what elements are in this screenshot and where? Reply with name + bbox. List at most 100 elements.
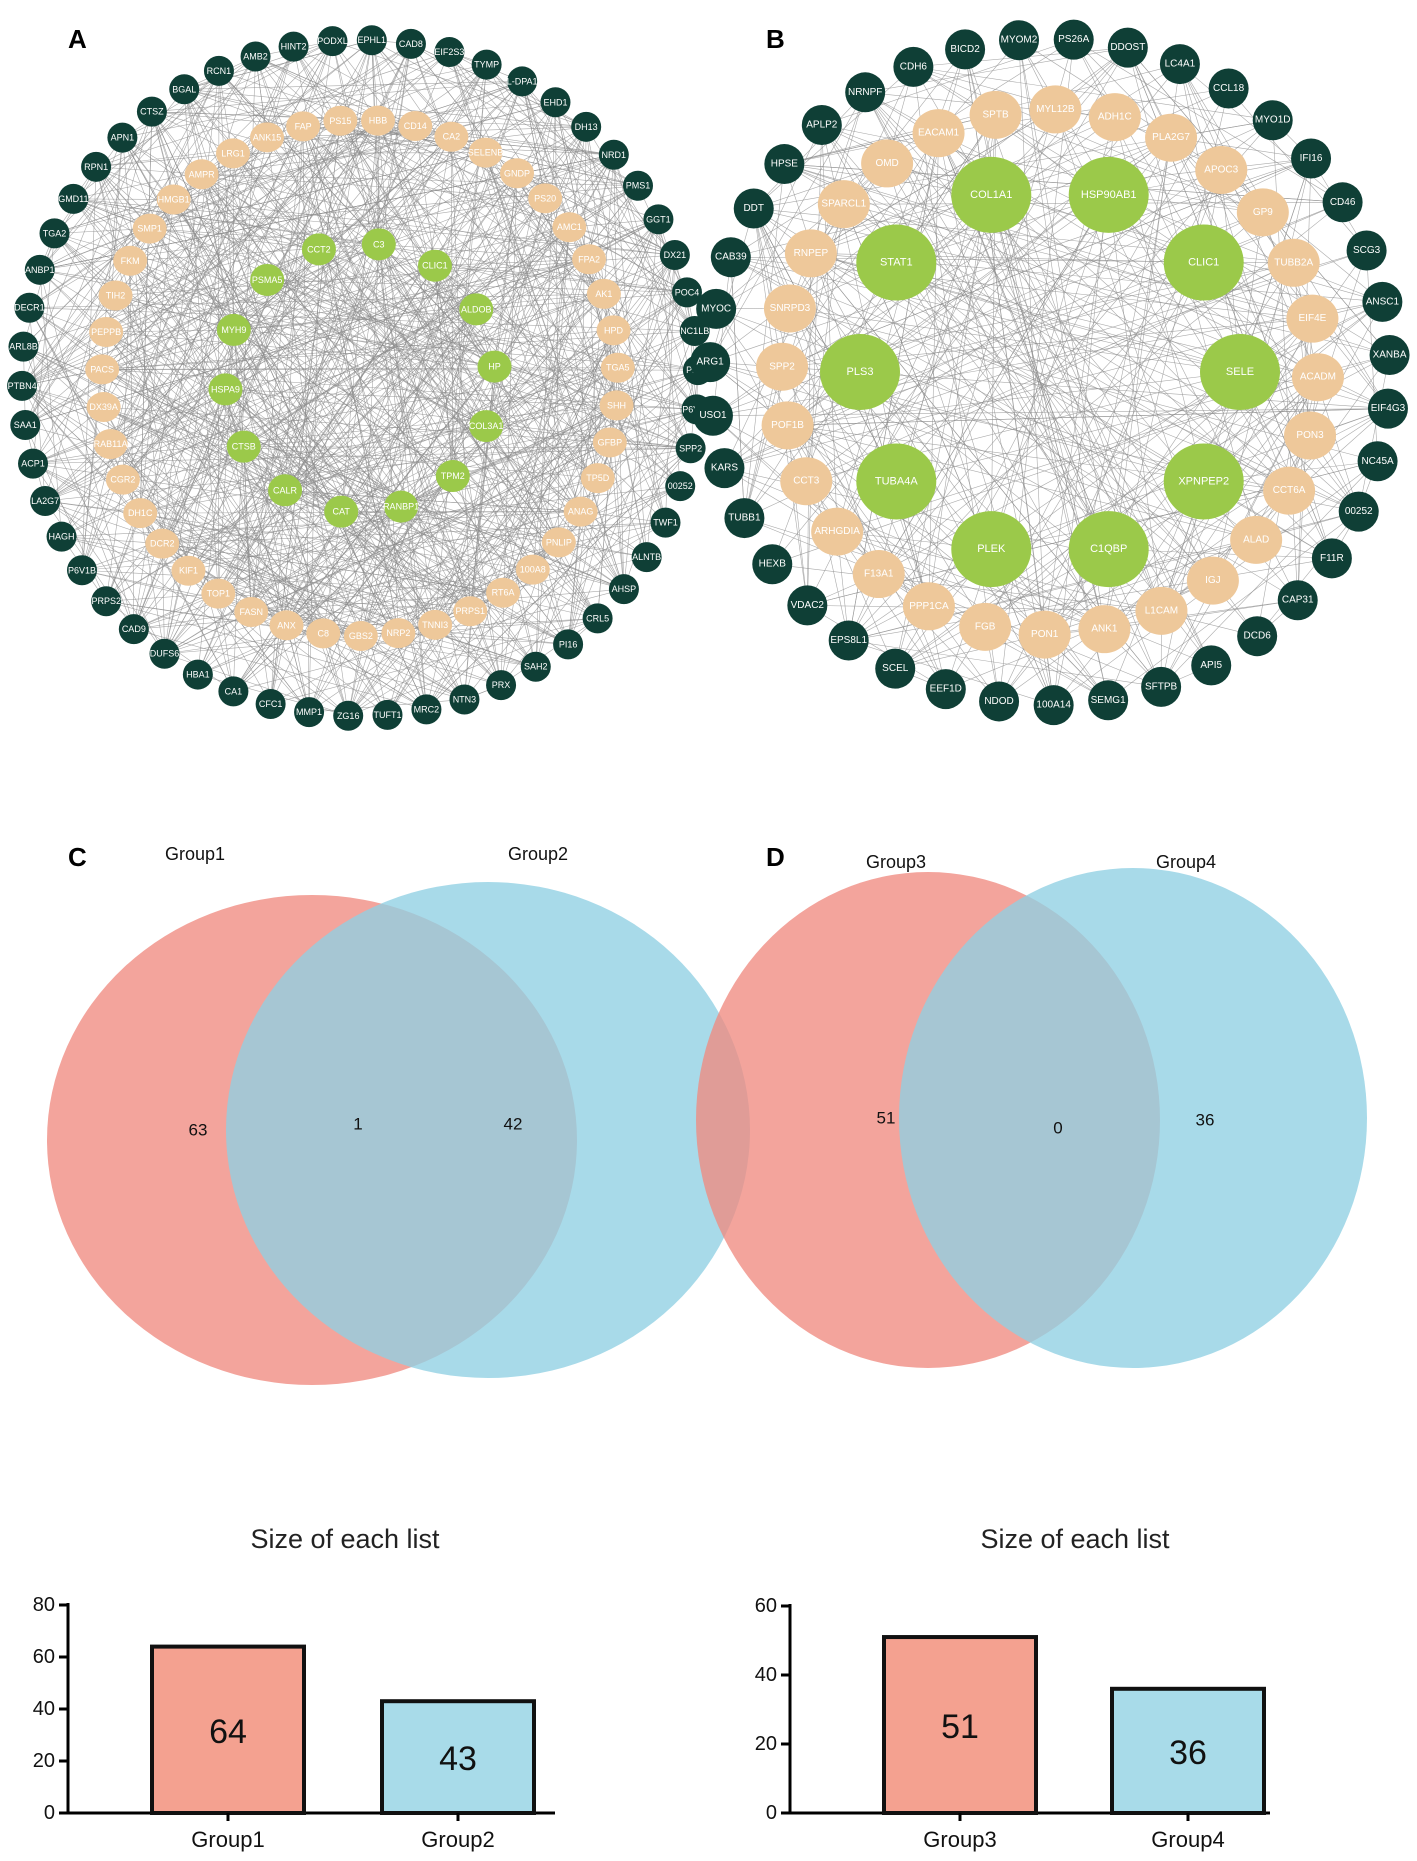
network-edge	[1108, 194, 1162, 611]
network-node-label: HEXB	[759, 559, 787, 570]
network-edge	[115, 120, 379, 296]
network-edge	[284, 490, 465, 700]
network-edge	[730, 194, 992, 258]
network-node-shape	[979, 681, 1020, 722]
network-node-outer: PS26A	[1053, 19, 1094, 60]
network-node-inner: C1QBP	[1068, 511, 1149, 588]
network-node-label: GMD11	[58, 194, 88, 204]
network-edge	[267, 279, 581, 512]
network-node-outer: RPN1	[81, 151, 112, 182]
network-node-label: F13A1	[864, 569, 894, 580]
network-node-label: C1QBP	[1090, 543, 1127, 555]
network-node-label: ANSC1	[1366, 296, 1400, 307]
network-edge	[102, 330, 614, 370]
network-edge	[23, 346, 625, 590]
network-edge	[255, 56, 688, 293]
network-node-shape	[434, 37, 465, 68]
network-edge	[102, 258, 590, 370]
network-node-label: EIF4E	[1299, 313, 1327, 324]
network-edge	[894, 88, 1229, 669]
network-node-label: NDOD	[984, 696, 1013, 707]
network-node-label: ADH1C	[1098, 112, 1132, 123]
network-edge	[991, 158, 1312, 196]
network-node-shape	[1107, 27, 1148, 68]
network-node-label: CAD8	[399, 39, 423, 49]
network-node-label: RCN1	[207, 66, 232, 76]
network-node-shape	[1029, 85, 1082, 134]
network-node-label: CCL18	[1213, 83, 1245, 94]
network-node-label: TGA5	[606, 363, 630, 373]
network-node-shape	[1159, 44, 1200, 85]
network-edge	[218, 593, 471, 612]
network-node-middle: FASN	[234, 596, 269, 627]
network-edge	[267, 198, 546, 281]
network-node-inner: SELE	[1200, 334, 1280, 410]
network-node-middle: TGA5	[600, 352, 635, 383]
network-node-shape	[552, 212, 587, 243]
network-edge	[730, 256, 1298, 601]
network-edge	[284, 40, 373, 491]
network-edge	[991, 88, 1229, 196]
network-node-shape	[580, 463, 615, 494]
network-node-label: CA1	[225, 686, 243, 696]
network-edge	[188, 570, 502, 686]
network-node-label: CCT2	[307, 244, 331, 254]
network-edge	[45, 185, 639, 502]
network-node-shape	[1033, 685, 1074, 726]
network-node-label: ARHGDIA	[814, 526, 860, 537]
network-node-shape	[10, 410, 41, 441]
network-node-outer: KARS	[704, 448, 745, 489]
network-node-shape	[828, 620, 869, 661]
network-edge	[486, 425, 691, 449]
network-edge	[45, 500, 427, 710]
network-node-label: SNRPD3	[770, 303, 811, 314]
network-node-shape	[696, 288, 737, 329]
network-node-outer: CRL5	[582, 603, 613, 634]
network-node-shape	[596, 315, 631, 346]
network-edge	[73, 198, 697, 410]
network-edge	[103, 406, 471, 612]
network-node-label: FPA2	[578, 254, 600, 264]
network-edge	[724, 467, 1109, 701]
network-node-label: LRG1	[221, 148, 245, 158]
network-edge	[122, 136, 452, 480]
network-edge	[414, 125, 436, 266]
network-node-shape	[1195, 145, 1248, 194]
network-node-label: TUFT1	[373, 710, 401, 720]
network-edge	[658, 219, 695, 332]
network-edge	[486, 64, 676, 256]
network-edge	[110, 443, 324, 634]
network-node-outer: AMB2	[240, 41, 271, 72]
network-edge	[122, 126, 304, 480]
network-node-shape	[86, 392, 121, 423]
network-edge	[29, 307, 234, 692]
network-node-middle: SPARCL1	[817, 180, 870, 229]
network-node-outer: TYMP	[471, 49, 502, 80]
network-node-middle: FPA2	[572, 244, 607, 275]
network-node-middle: RT6A	[486, 577, 521, 608]
network-edge	[716, 308, 1204, 482]
network-edge	[151, 111, 675, 256]
network-edge	[787, 425, 880, 575]
network-node-inner: XPNPEP2	[1163, 443, 1244, 520]
network-node-label: GFBP	[598, 437, 623, 447]
network-edge	[188, 154, 615, 571]
network-node-label: EEF1D	[930, 684, 962, 695]
network-edge	[129, 260, 471, 612]
network-edge	[476, 309, 618, 369]
network-edge	[789, 308, 1378, 462]
network-node-shape	[113, 245, 148, 276]
network-edge	[340, 120, 495, 367]
network-node-label: CAD9	[122, 624, 146, 634]
network-edge	[521, 81, 546, 199]
network-node-label: SELENB	[468, 148, 504, 158]
network-edge	[21, 43, 412, 387]
network-node-shape	[1068, 156, 1149, 233]
network-node-shape	[250, 122, 285, 153]
y-tick-label: 40	[755, 1664, 777, 1686]
network-edge	[233, 329, 342, 512]
network-edge	[434, 265, 454, 477]
network-node-shape	[468, 137, 503, 168]
network-node-label: DUFS6	[150, 649, 180, 659]
network-edge	[122, 64, 487, 138]
